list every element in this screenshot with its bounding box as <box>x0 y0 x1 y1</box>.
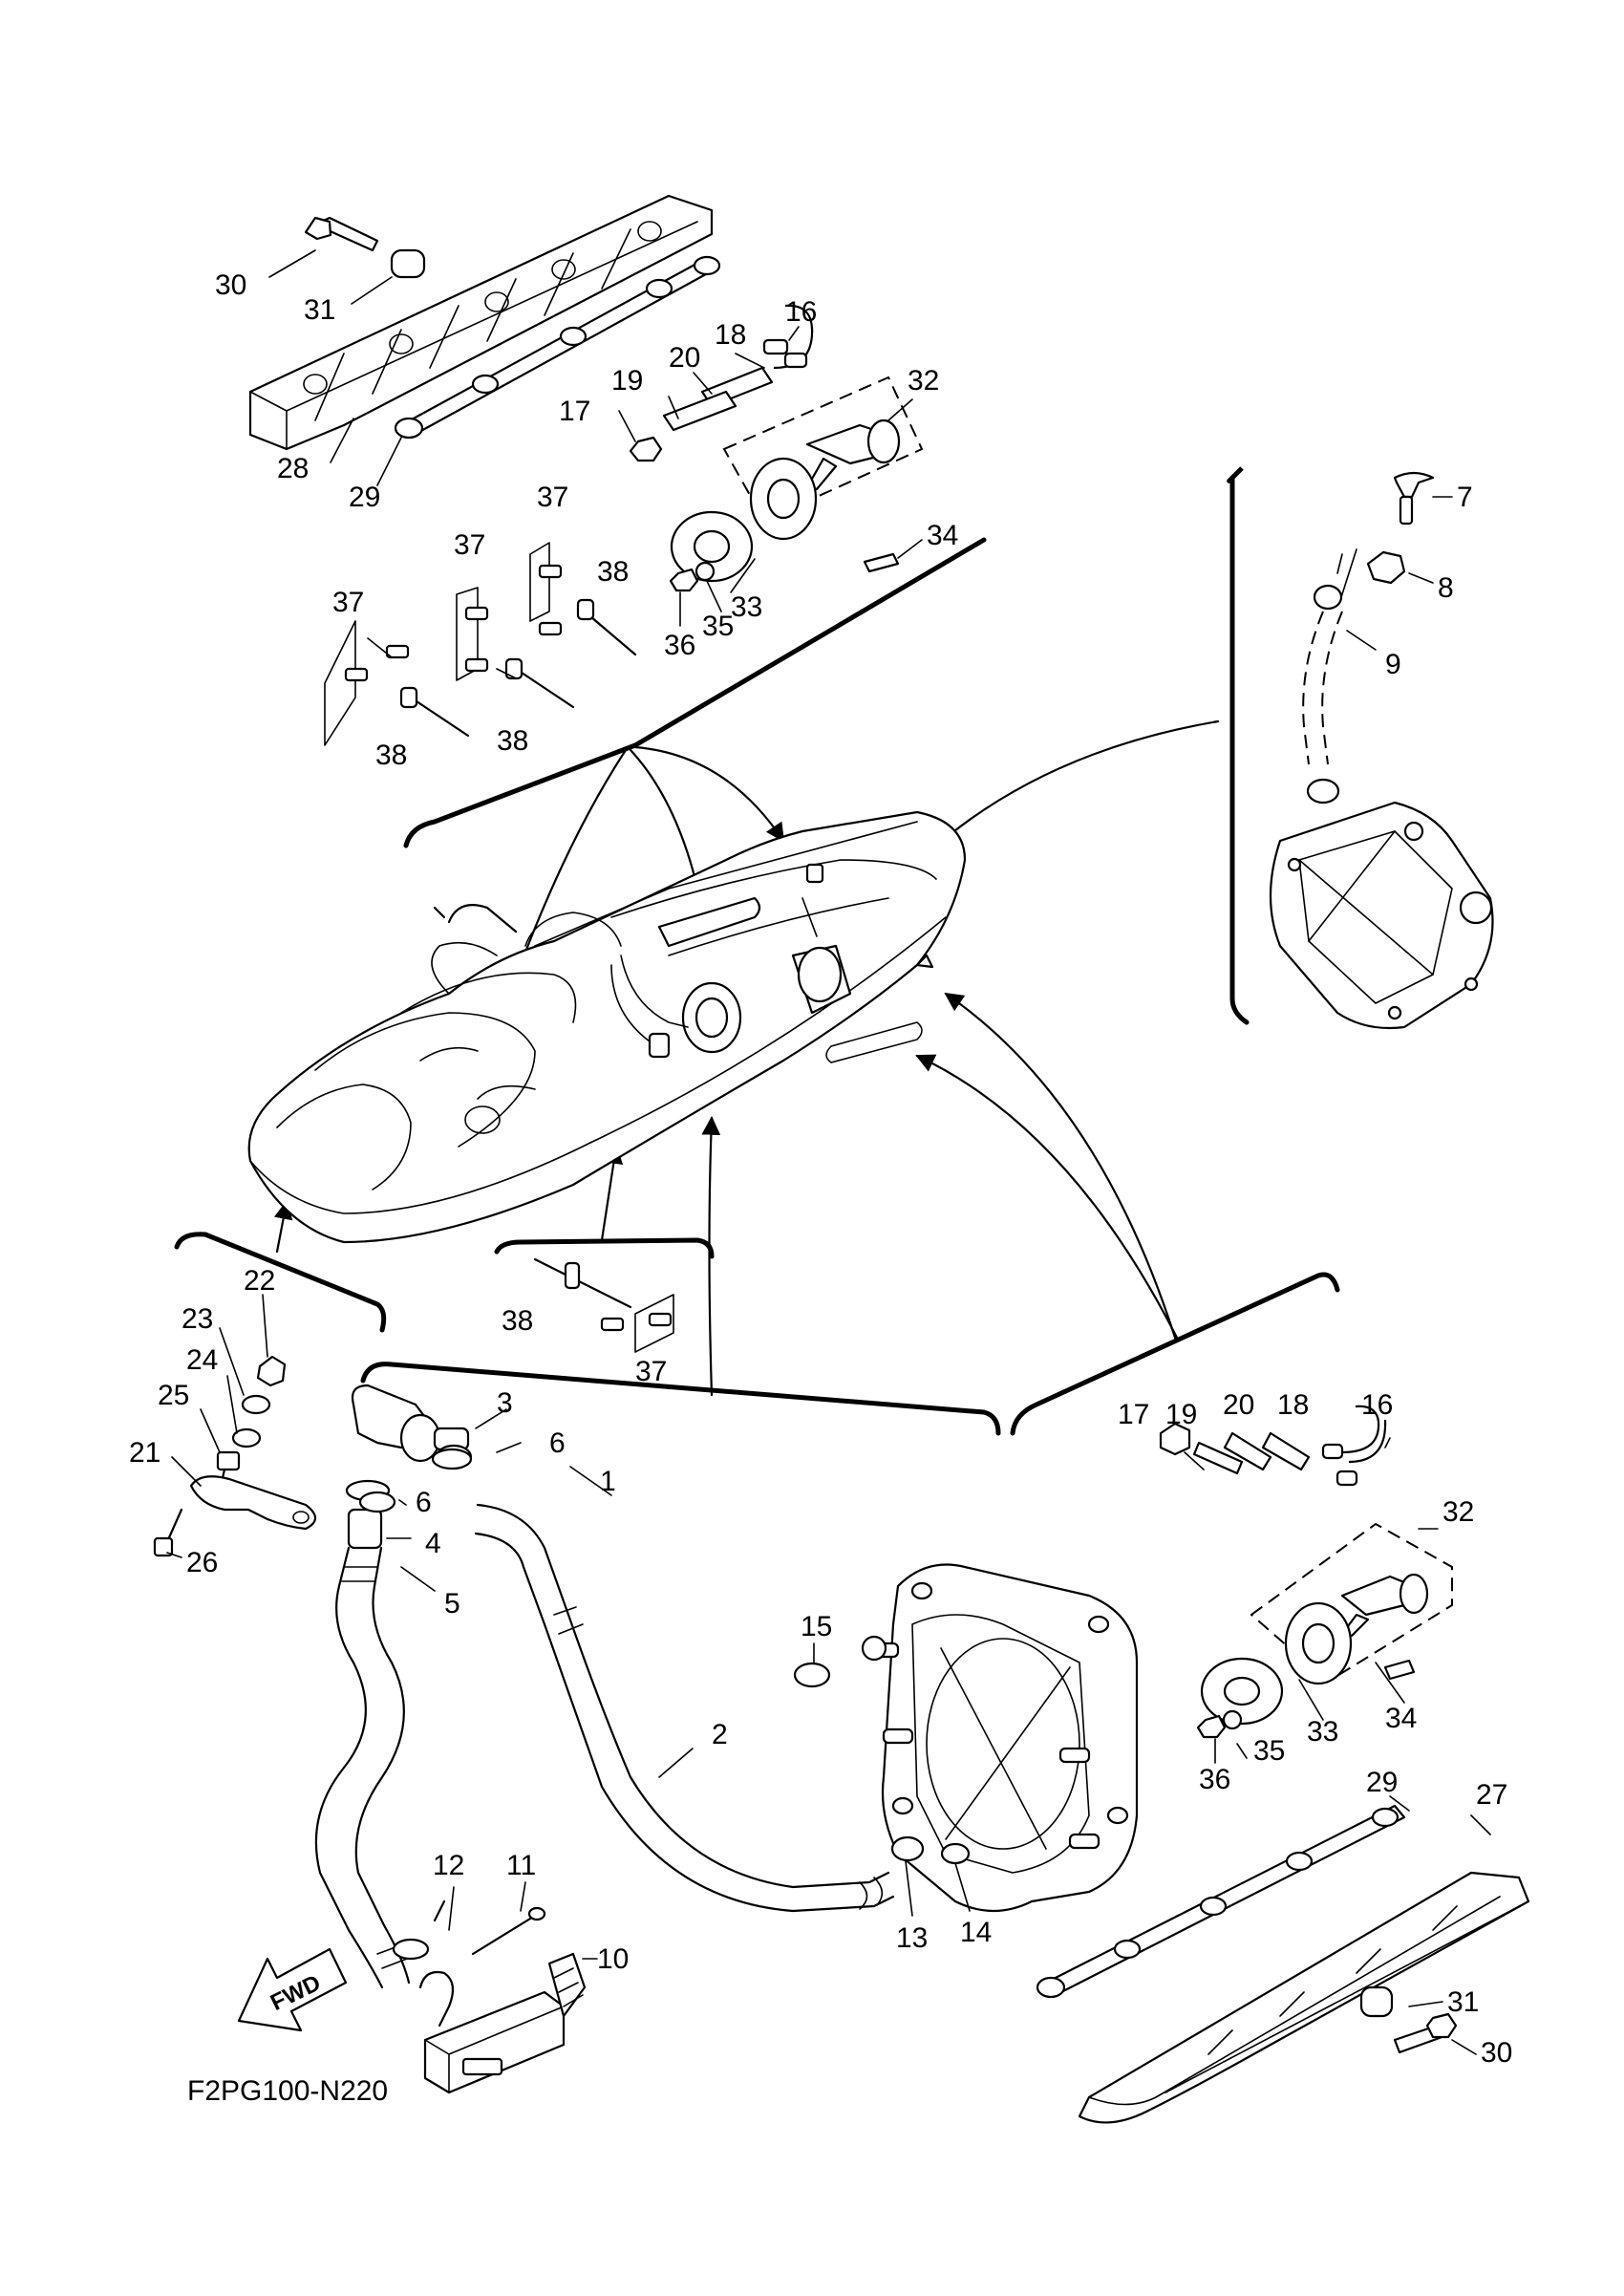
label-23: 23 <box>182 1303 213 1335</box>
bracket-parts-left <box>153 1355 317 1557</box>
diagram-code: F2PG100-N220 <box>187 2075 388 2107</box>
label-36-b: 36 <box>1199 1764 1230 1795</box>
label-37-c: 37 <box>537 482 568 513</box>
label-37-b: 37 <box>454 529 485 561</box>
label-18-b: 18 <box>1277 1389 1309 1421</box>
label-27: 27 <box>1476 1779 1507 1811</box>
label-8: 8 <box>1438 572 1454 604</box>
label-31-b: 31 <box>1447 1986 1479 2018</box>
label-12: 12 <box>433 1850 464 1881</box>
label-14: 14 <box>960 1917 992 1948</box>
label-21: 21 <box>129 1437 160 1469</box>
label-5: 5 <box>444 1588 460 1620</box>
label-24: 24 <box>186 1344 218 1376</box>
label-18: 18 <box>715 319 746 351</box>
label-37-a: 37 <box>332 587 364 618</box>
label-16: 16 <box>785 296 817 328</box>
label-22: 22 <box>244 1265 275 1297</box>
label-10: 10 <box>597 1943 629 1975</box>
label-34-b: 34 <box>1385 1703 1417 1734</box>
label-leaders <box>166 249 1491 2055</box>
label-37-d: 37 <box>635 1356 667 1387</box>
label-20-b: 20 <box>1223 1389 1254 1421</box>
label-30: 30 <box>215 269 246 301</box>
label-13: 13 <box>896 1922 928 1954</box>
sponson-assembly-top <box>248 194 721 451</box>
label-9: 9 <box>1385 649 1401 680</box>
label-7: 7 <box>1457 482 1473 513</box>
label-17: 17 <box>559 396 590 427</box>
rivet-group-middle <box>533 1257 674 1353</box>
label-38-a: 38 <box>597 556 629 588</box>
label-38-b: 38 <box>497 725 528 757</box>
label-33: 33 <box>731 591 762 623</box>
label-29: 29 <box>349 482 380 513</box>
label-17-b: 17 <box>1118 1399 1149 1430</box>
side-panel-assembly <box>1269 471 1494 1030</box>
water-hoses <box>314 1384 895 1989</box>
label-33-b: 33 <box>1307 1716 1338 1748</box>
label-6-b: 6 <box>416 1487 432 1518</box>
label-31: 31 <box>304 294 335 326</box>
label-15: 15 <box>801 1611 832 1642</box>
tow-hook-parts-top <box>629 304 924 592</box>
label-20: 20 <box>669 342 700 374</box>
rivet-groups-top <box>324 542 637 746</box>
jet-pump-body <box>793 1563 1139 1913</box>
label-19: 19 <box>611 365 643 397</box>
label-36: 36 <box>664 630 695 661</box>
label-1: 1 <box>600 1466 616 1497</box>
label-16-b: 16 <box>1361 1389 1393 1421</box>
label-38-c: 38 <box>375 740 407 771</box>
label-35: 35 <box>702 611 734 642</box>
tow-hook-parts-bottom <box>1159 1405 1453 1739</box>
label-29-b: 29 <box>1366 1767 1398 1798</box>
label-19-b: 19 <box>1165 1399 1197 1430</box>
label-35-b: 35 <box>1253 1735 1285 1767</box>
label-28: 28 <box>277 453 309 484</box>
label-38-d: 38 <box>502 1305 533 1337</box>
label-30-b: 30 <box>1481 2037 1512 2069</box>
label-4: 4 <box>425 1528 441 1559</box>
label-34: 34 <box>927 520 958 551</box>
callout-labels: 30 31 28 29 16 18 20 19 17 32 34 33 35 3… <box>129 269 1512 2069</box>
label-2: 2 <box>712 1719 728 1750</box>
label-25: 25 <box>158 1380 189 1411</box>
label-26: 26 <box>186 1547 218 1578</box>
forward-arrow-icon <box>237 1947 348 2032</box>
label-6-a: 6 <box>549 1427 566 1459</box>
water-box-parts <box>392 1899 587 2094</box>
label-32-b: 32 <box>1442 1496 1474 1528</box>
group-brackets <box>174 466 1340 1436</box>
sponson-assembly-bottom <box>1036 1804 1530 2124</box>
label-32: 32 <box>908 365 939 397</box>
label-11: 11 <box>506 1850 536 1881</box>
watercraft-hull <box>247 810 967 1244</box>
label-3: 3 <box>497 1387 513 1419</box>
